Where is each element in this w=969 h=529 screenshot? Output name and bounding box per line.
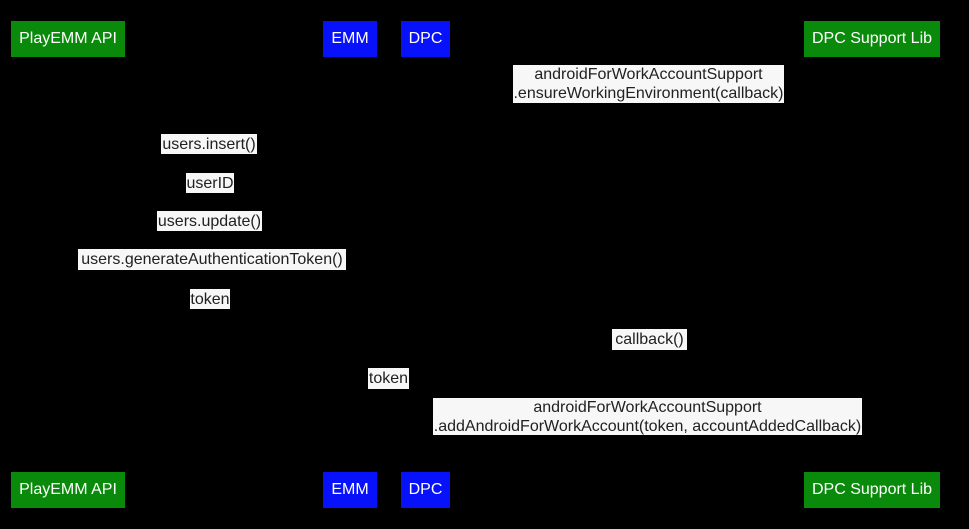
message-user-id: userID [186, 173, 234, 193]
message-add-android-for-work-account: androidForWorkAccountSupport .addAndroid… [433, 398, 862, 435]
participant-dpc-top: DPC [401, 21, 450, 57]
participant-dpc-bottom: DPC [401, 472, 450, 508]
message-token-1: token [190, 289, 230, 309]
message-users-insert: users.insert() [161, 134, 257, 154]
message-users-update: users.update() [157, 211, 262, 231]
message-token-2: token [368, 368, 409, 389]
message-ensure-working-environment: androidForWorkAccountSupport .ensureWork… [513, 65, 784, 103]
message-users-generate-authentication-token: users.generateAuthenticationToken() [78, 249, 346, 270]
participant-playemm-api-top: PlayEMM API [11, 21, 125, 57]
participant-dpc-support-lib-top: DPC Support Lib [804, 21, 940, 57]
message-callback: callback() [612, 329, 687, 350]
participant-dpc-support-lib-bottom: DPC Support Lib [804, 472, 940, 508]
participant-playemm-api-bottom: PlayEMM API [11, 472, 125, 508]
participant-emm-top: EMM [323, 21, 377, 57]
participant-emm-bottom: EMM [323, 472, 377, 508]
